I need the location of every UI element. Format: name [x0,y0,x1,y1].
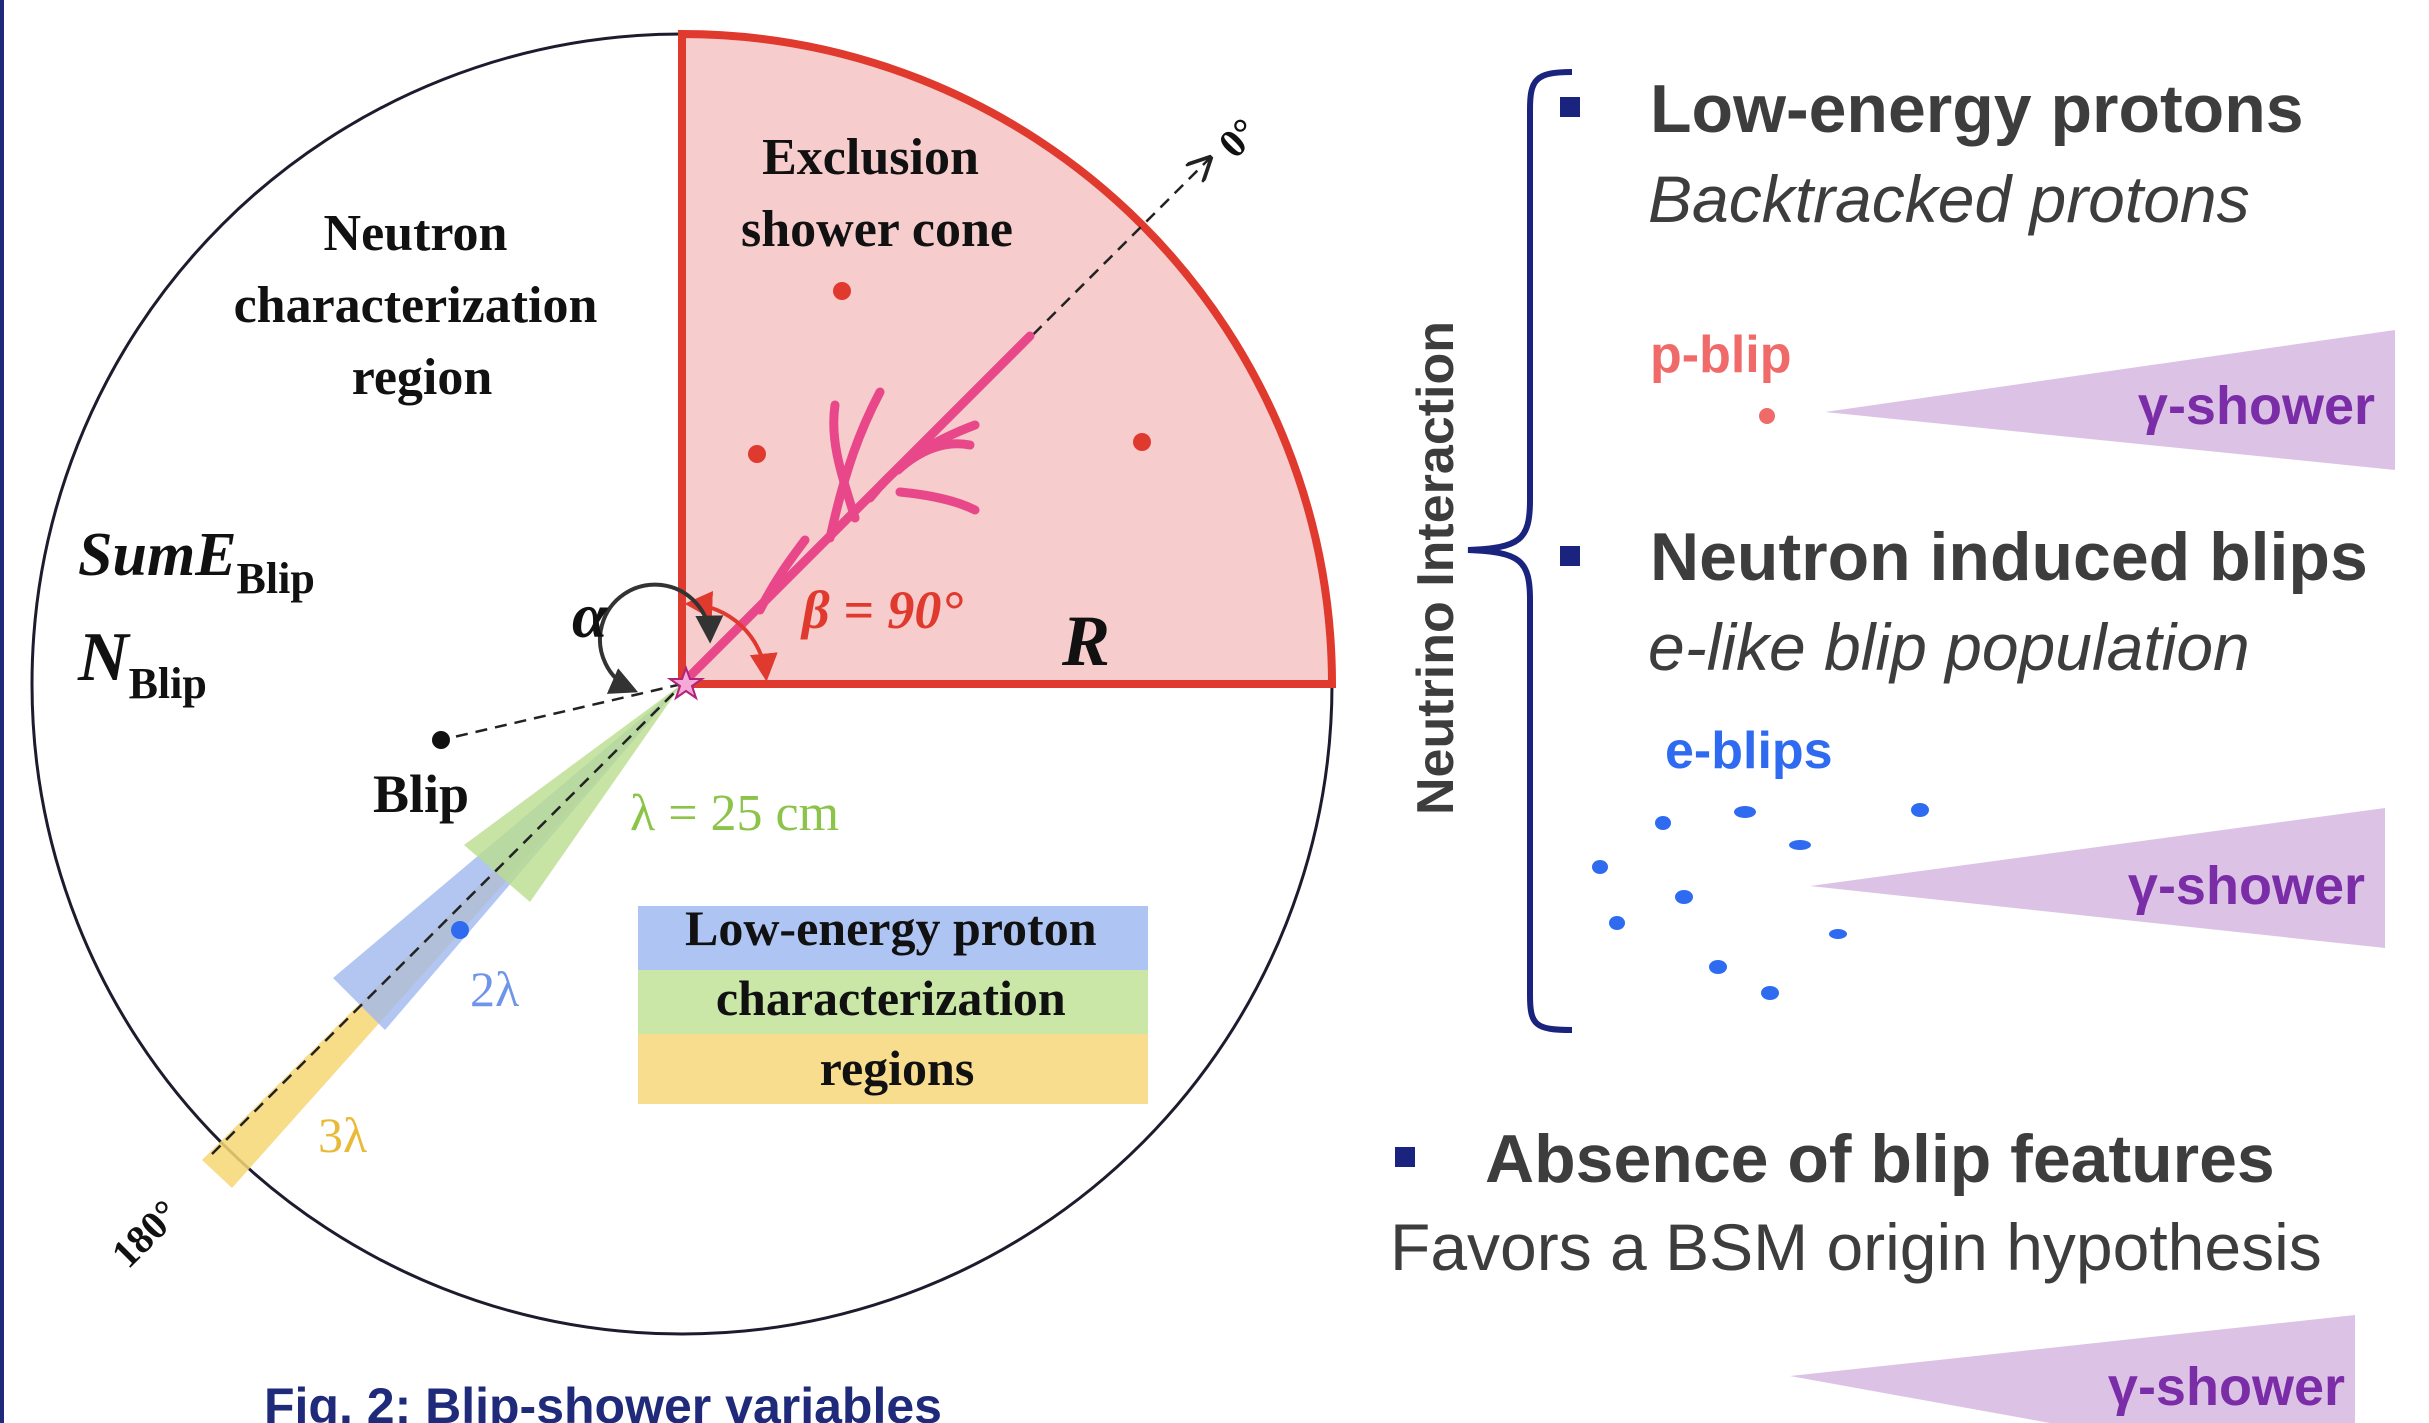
blip-label: Blip [373,764,469,824]
two-lambda-label: 2λ [470,961,519,1017]
sume-blip-label: SumEBlip [78,521,315,603]
absence-of-blip-title: Absence of blip features [1485,1121,2275,1197]
angle-zero-label: 0° [1210,109,1267,166]
e-blip-cluster [1592,803,1929,1000]
three-lambda-label: 3λ [318,1107,367,1163]
e-blip-point [1675,890,1693,904]
e-blip-point [1789,840,1811,850]
gamma-shower-shape [1790,1315,2355,1423]
p-blip-label: p-blip [1650,326,1792,384]
cone-blip-point [1133,433,1151,451]
alpha-label: α [572,580,609,651]
bullet-icon [1560,546,1580,566]
nblip-label: NBlip [77,619,207,708]
legend-text: Low-energy proton characterization regio… [685,900,1109,1096]
beta-label: β = 90° [800,580,963,640]
gamma-shower-shape [1810,808,2385,948]
neutrino-interaction-label: Neutrino Interaction [1407,321,1465,815]
alpha-angle-arc [598,582,724,694]
radius-label: R [1061,601,1110,681]
proton-bands [202,684,682,1188]
e-blip-point [1829,929,1847,939]
backtracked-protons-subtitle: Backtracked protons [1648,162,2250,236]
e-blips-label: e-blips [1665,722,1833,780]
e-blip-point [1761,986,1779,1000]
e-like-blip-subtitle: e-like blip population [1648,610,2250,684]
e-blip-point [1709,960,1727,974]
beta-angle-arc [684,591,778,682]
angle-180-label: 180° [103,1191,189,1277]
cone-blip-point [833,282,851,300]
bsm-origin-subtitle: Favors a BSM origin hypothesis [1390,1210,2322,1284]
gamma-shower-label: γ-shower [2128,856,2365,916]
e-blip-point [1592,860,1608,874]
p-blip-point [1759,408,1775,424]
gamma-shower-label: γ-shower [2108,1357,2345,1417]
legend-yellow-band [638,1034,1148,1104]
e-blip-point [1911,803,1929,817]
proton-blip-point [451,921,469,939]
lambda-label: λ = 25 cm [630,785,839,842]
shower-track [681,331,1035,685]
gamma-shower-shape [1825,330,2395,470]
e-blip-point [1655,816,1671,830]
e-blip-point [1734,806,1756,818]
neutron-region-label: Neutron characterization region [234,205,611,406]
gamma-shower-label: γ-shower [2138,376,2375,436]
bullet-icon [1395,1147,1415,1167]
e-blip-point [1609,916,1625,930]
legend-blue-band [638,906,1148,970]
neutron-induced-blips-title: Neutron induced blips [1650,519,2368,595]
bullet-icon [1560,97,1580,117]
blip-point [432,731,450,749]
exclusion-label: Exclusion shower cone [741,129,1013,258]
low-energy-protons-title: Low-energy protons [1650,71,2304,147]
cone-blip-point [748,445,766,463]
proton-region-legend: Low-energy proton characterization regio… [638,900,1148,1104]
left-frame-edge [0,0,4,1423]
figure-caption: Fig. 2: Blip-shower variables [264,1378,942,1423]
legend-green-band [638,970,1148,1034]
interaction-bracket [1467,69,1573,1033]
